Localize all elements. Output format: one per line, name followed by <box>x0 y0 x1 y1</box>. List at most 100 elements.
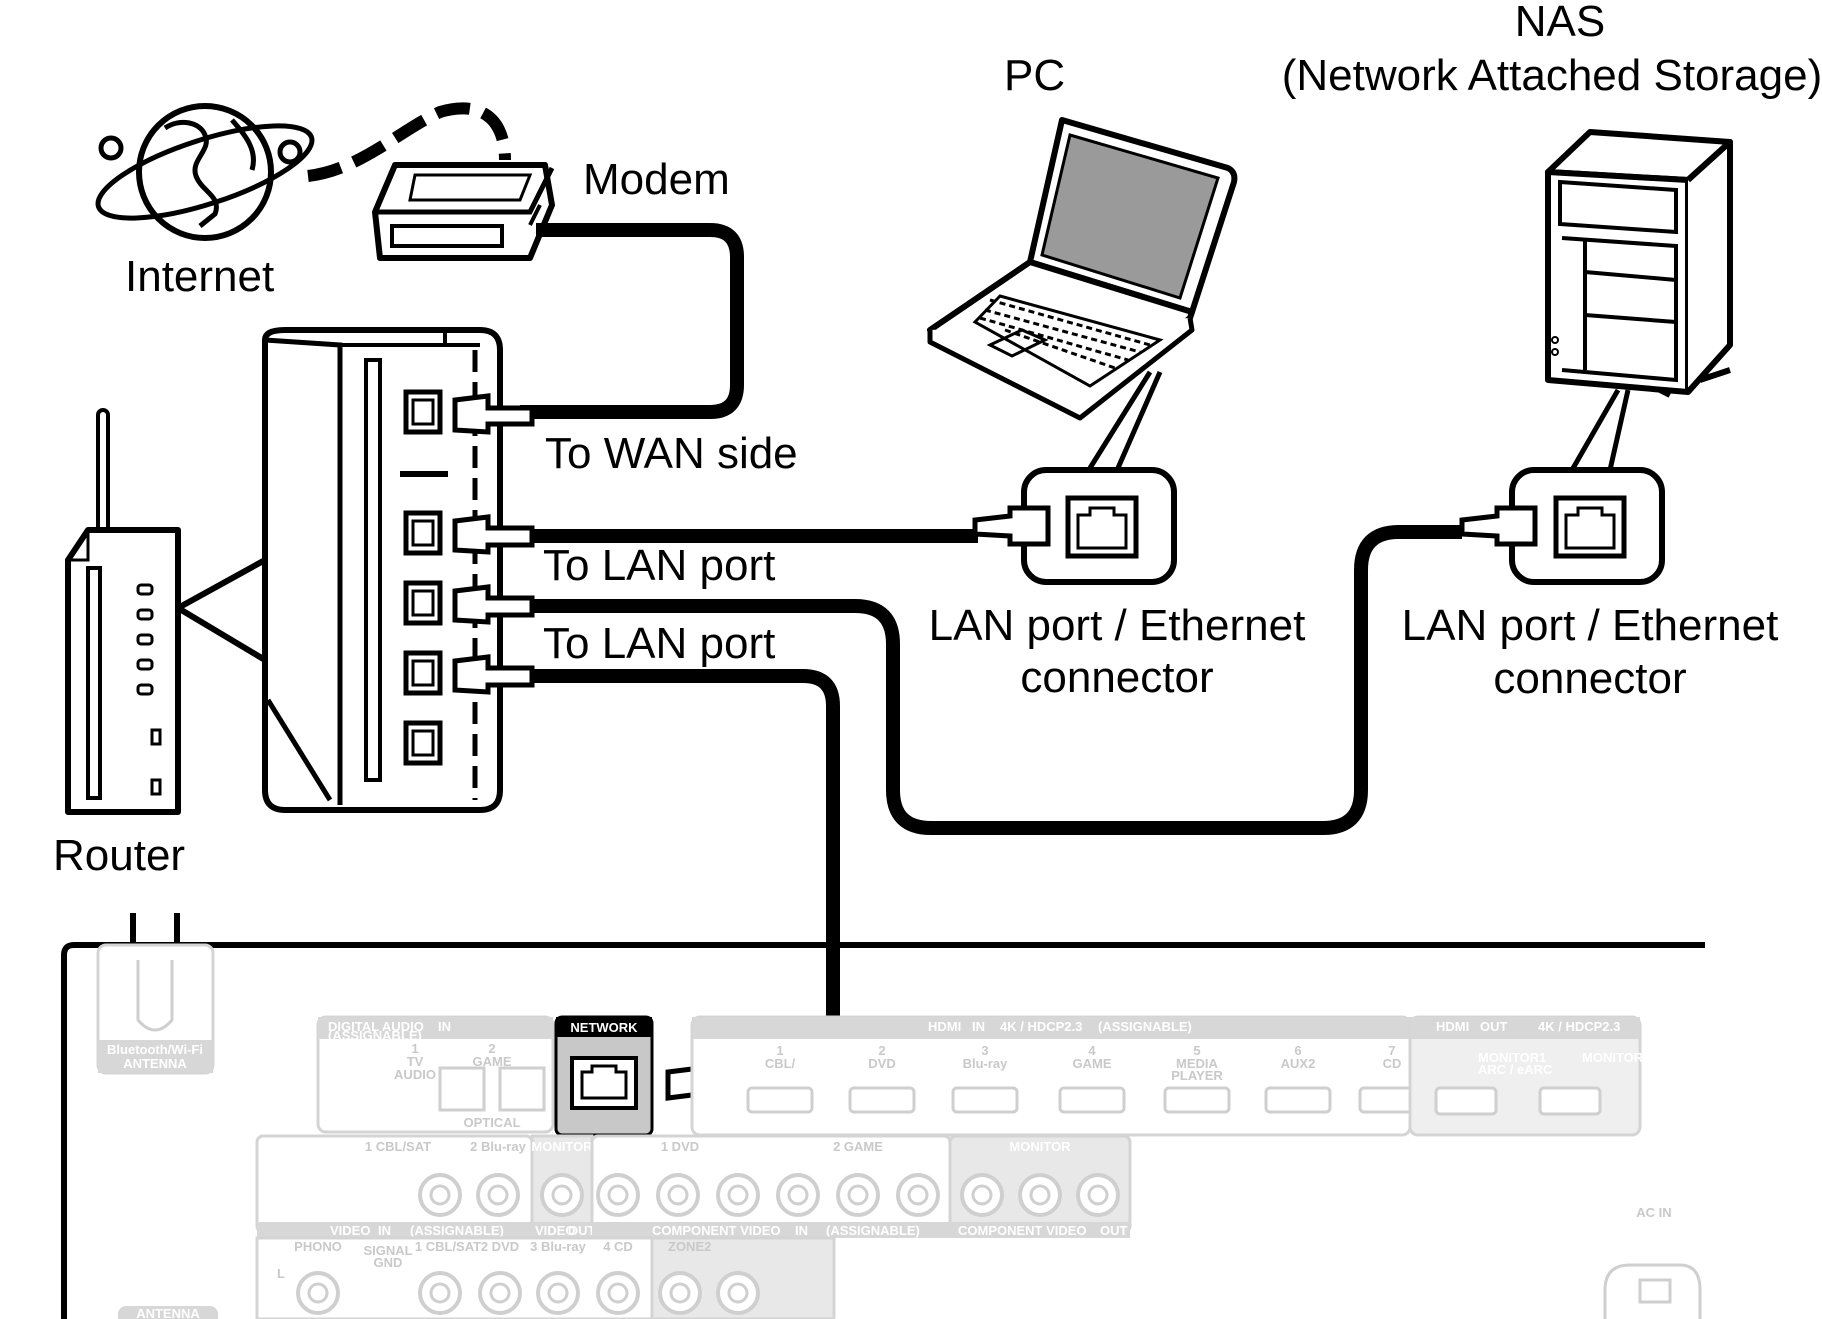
rca-jack-row1-3 <box>540 1173 584 1217</box>
rca-jack-row2-7 <box>716 1271 760 1315</box>
video-cbl-label: 1 CBL/SAT <box>365 1139 431 1154</box>
router-port-lan2-icon <box>403 580 443 626</box>
signal-gnd-label-2: GND <box>374 1255 403 1270</box>
hdmi-input-3-num: 3 <box>981 1043 988 1058</box>
router-plug-lan3-icon <box>452 654 535 695</box>
video-out-label: VIDEO <box>535 1223 575 1238</box>
modem-icon <box>372 162 555 261</box>
pc-callout-lines <box>1087 370 1163 470</box>
video-in-label: VIDEO <box>330 1223 370 1238</box>
router-port-lan1-icon <box>403 510 443 556</box>
hdmi-input-4-num: 4 <box>1088 1043 1096 1058</box>
video-monitor-label: MONITOR <box>531 1139 593 1154</box>
hdmi-in-badge: IN <box>972 1019 985 1034</box>
router-plug-lan2-icon <box>452 584 535 625</box>
internet-globe-icon <box>95 103 315 241</box>
rca-jack-row1-8 <box>836 1173 880 1217</box>
bt-antenna-label-1: Bluetooth/Wi-Fi <box>107 1042 203 1057</box>
receiver-rear-panel: Bluetooth/Wi-Fi ANTENNA DIGITAL AUDIO IN… <box>61 913 1705 1319</box>
rca-jack-row1-12-center <box>1087 1184 1109 1206</box>
hdmi-input-5-port <box>1163 1086 1231 1114</box>
component-video-label: COMPONENT VIDEO <box>652 1223 781 1238</box>
hdmi-out-badge: OUT <box>1480 1019 1508 1034</box>
left-channel-label: L <box>277 1266 285 1281</box>
receiver-network-port: NETWORK <box>554 1015 654 1137</box>
hdmi-input-4-name: GAME <box>1073 1056 1112 1071</box>
hdmi-input-3-name: Blu-ray <box>963 1056 1009 1071</box>
optical-1-audio: AUDIO <box>394 1067 436 1082</box>
router-icon <box>65 408 181 815</box>
component-out-badge: OUT <box>1100 1223 1128 1238</box>
router-port-lan4-icon <box>403 720 443 766</box>
audio-cbl-label: 1 CBL/SAT <box>415 1239 481 1254</box>
hdmi-input-6-num: 6 <box>1294 1043 1301 1058</box>
component-assignable: (ASSIGNABLE) <box>826 1223 920 1238</box>
hdmi-input-5-name: MEDIA <box>1176 1056 1219 1071</box>
rca-jack-row1-11 <box>1018 1173 1062 1217</box>
component-out-label: COMPONENT VIDEO <box>958 1223 1087 1238</box>
nas-lan-port-callout <box>1459 467 1665 585</box>
rca-jack-row2-6 <box>658 1271 702 1315</box>
rca-jack-row1-7-center <box>787 1184 809 1206</box>
modem-label: Modem <box>583 155 730 204</box>
rca-jack-row2-5 <box>596 1271 640 1315</box>
rca-jacks-row2 <box>296 1271 760 1315</box>
audio-cd-label: 4 CD <box>603 1239 633 1254</box>
rca-jack-row1-5 <box>656 1173 700 1217</box>
hdmi-input-5-num: 5 <box>1193 1043 1200 1058</box>
rca-jack-row2-2-center <box>429 1282 451 1304</box>
hdmi-input-1-name: CBL/ <box>765 1056 796 1071</box>
hdmi-input-2-port <box>848 1086 916 1114</box>
pc-lan-label-2: connector <box>1020 653 1213 702</box>
nas-label: NAS <box>1515 0 1605 46</box>
router-port-lan3-icon <box>403 650 443 696</box>
wan-cable <box>520 223 744 419</box>
nas-callout-lines <box>1569 388 1631 472</box>
rca-jack-row1-5-center <box>667 1184 689 1206</box>
hdmi-input-2-name: DVD <box>868 1056 895 1071</box>
nas-full-label: (Network Attached Storage) <box>1282 51 1822 100</box>
audio-dvd-label: 2 DVD <box>481 1239 519 1254</box>
pc-label: PC <box>1004 51 1065 100</box>
rca-jack-row1-2 <box>476 1173 520 1217</box>
nas-lan-label-1: LAN port / Ethernet <box>1402 601 1779 650</box>
rca-jack-row1-12 <box>1076 1173 1120 1217</box>
rca-jack-row2-6-center <box>669 1282 691 1304</box>
comp-game-label: 2 GAME <box>833 1139 883 1154</box>
rca-jack-row1-8-center <box>847 1184 869 1206</box>
rca-jack-row2-1-center <box>307 1282 329 1304</box>
rca-jack-row1-10 <box>960 1173 1004 1217</box>
rca-jack-row2-4 <box>536 1271 580 1315</box>
rca-jack-row2-4-center <box>547 1282 569 1304</box>
rca-jack-row2-7-center <box>727 1282 749 1304</box>
optical-1-num: 1 <box>411 1041 418 1056</box>
hdmi-out-label: HDMI <box>1436 1019 1469 1034</box>
hdmi-in-spec: 4K / HDCP2.3 <box>1000 1019 1082 1034</box>
optical-label: OPTICAL <box>463 1115 520 1130</box>
video-assignable: (ASSIGNABLE) <box>410 1223 504 1238</box>
hdmi-input-3-port <box>951 1086 1019 1114</box>
monitor1-sub: ARC / eARC <box>1478 1062 1553 1077</box>
component-in-badge: IN <box>795 1223 808 1238</box>
laptop-icon <box>927 117 1238 421</box>
rca-jack-row1-4 <box>596 1173 640 1217</box>
zone2-label: ZONE2 <box>668 1239 711 1254</box>
hdmi-input-2-num: 2 <box>878 1043 885 1058</box>
video-bluray-label: 2 Blu-ray <box>470 1139 526 1154</box>
hdmi-input-7-num: 7 <box>1388 1043 1395 1058</box>
router-plug-lan1-icon <box>452 514 535 555</box>
ac-in-label: AC IN <box>1636 1205 1671 1220</box>
optical-2-game: GAME <box>473 1054 512 1069</box>
digital-audio-label: DIGITAL AUDIO <box>328 1019 424 1034</box>
rca-jack-row1-1 <box>418 1173 462 1217</box>
hdmi-input-6-port <box>1264 1086 1332 1114</box>
rca-jack-row1-2-center <box>487 1184 509 1206</box>
router-label: Router <box>53 831 185 880</box>
rca-jack-row1-9-center <box>907 1184 929 1206</box>
digital-audio-assignable: (ASSIGNABLE) <box>328 1028 422 1043</box>
hdmi-out-spec: 4K / HDCP2.3 <box>1538 1019 1620 1034</box>
pc-lan-port-callout <box>972 467 1177 585</box>
antenna-label: ANTENNA <box>136 1306 200 1319</box>
